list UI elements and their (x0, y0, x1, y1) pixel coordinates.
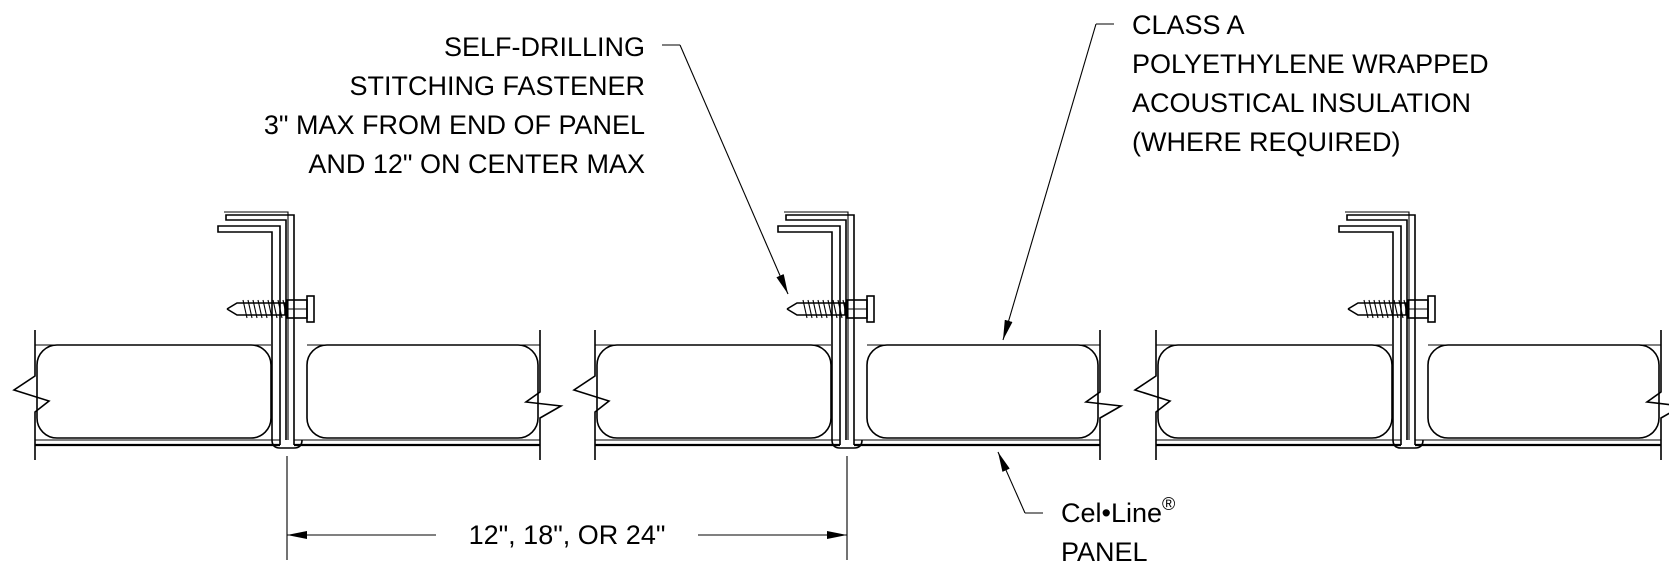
insulation-line-4: (WHERE REQUIRED) (1132, 127, 1401, 157)
panel-assembly (572, 211, 1124, 460)
insulation-blanket (36, 344, 272, 439)
dimension-label: 12", 18", OR 24" (469, 520, 666, 550)
panel-label: Cel•Line® PANEL (1061, 494, 1175, 567)
registered-mark: ® (1162, 494, 1175, 514)
fastener-label: SELF-DRILLING STITCHING FASTENER 3" MAX … (264, 32, 645, 179)
insulation-line-1: CLASS A (1132, 10, 1245, 40)
insulation-blanket (1427, 344, 1660, 439)
insulation-line-3: ACOUSTICAL INSULATION (1132, 88, 1471, 118)
insulation-blanket (1157, 344, 1393, 439)
stitching-fastener (226, 295, 315, 323)
fastener-line-3: 3" MAX FROM END OF PANEL (264, 110, 645, 140)
fastener-line-2: STITCHING FASTENER (349, 71, 645, 101)
fastener-line-1: SELF-DRILLING (444, 32, 645, 62)
insulation-line-2: POLYETHYLENE WRAPPED (1132, 49, 1489, 79)
insulation-blanket (306, 344, 539, 439)
fastener-leader (662, 44, 789, 295)
panel-assembly (12, 211, 564, 460)
panel-assemblies (12, 211, 1669, 460)
insulation-blanket (866, 344, 1099, 439)
insulation-label: CLASS A POLYETHYLENE WRAPPED ACOUSTICAL … (1132, 10, 1489, 157)
panel-assembly (1133, 211, 1669, 460)
panel-word: PANEL (1061, 537, 1148, 567)
svg-text:Cel•Line®: Cel•Line® (1061, 494, 1175, 528)
insulation-leader (1002, 23, 1114, 341)
fastener-line-4: AND 12" ON CENTER MAX (308, 149, 645, 179)
panel-leader (997, 451, 1043, 514)
spacing-dimension: 12", 18", OR 24" (286, 456, 848, 560)
insulation-blanket (596, 344, 832, 439)
stitching-fastener (1347, 295, 1436, 323)
panel-name: Cel•Line (1061, 498, 1162, 528)
stitching-fastener (786, 295, 875, 323)
